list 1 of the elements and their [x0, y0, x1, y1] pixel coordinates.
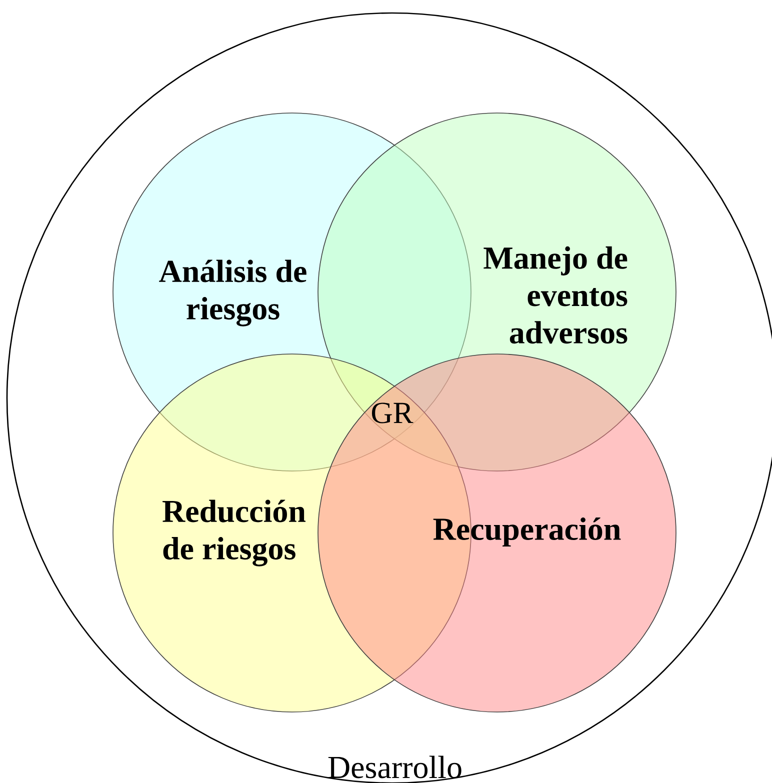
overlap-label: GR	[372, 402, 414, 424]
